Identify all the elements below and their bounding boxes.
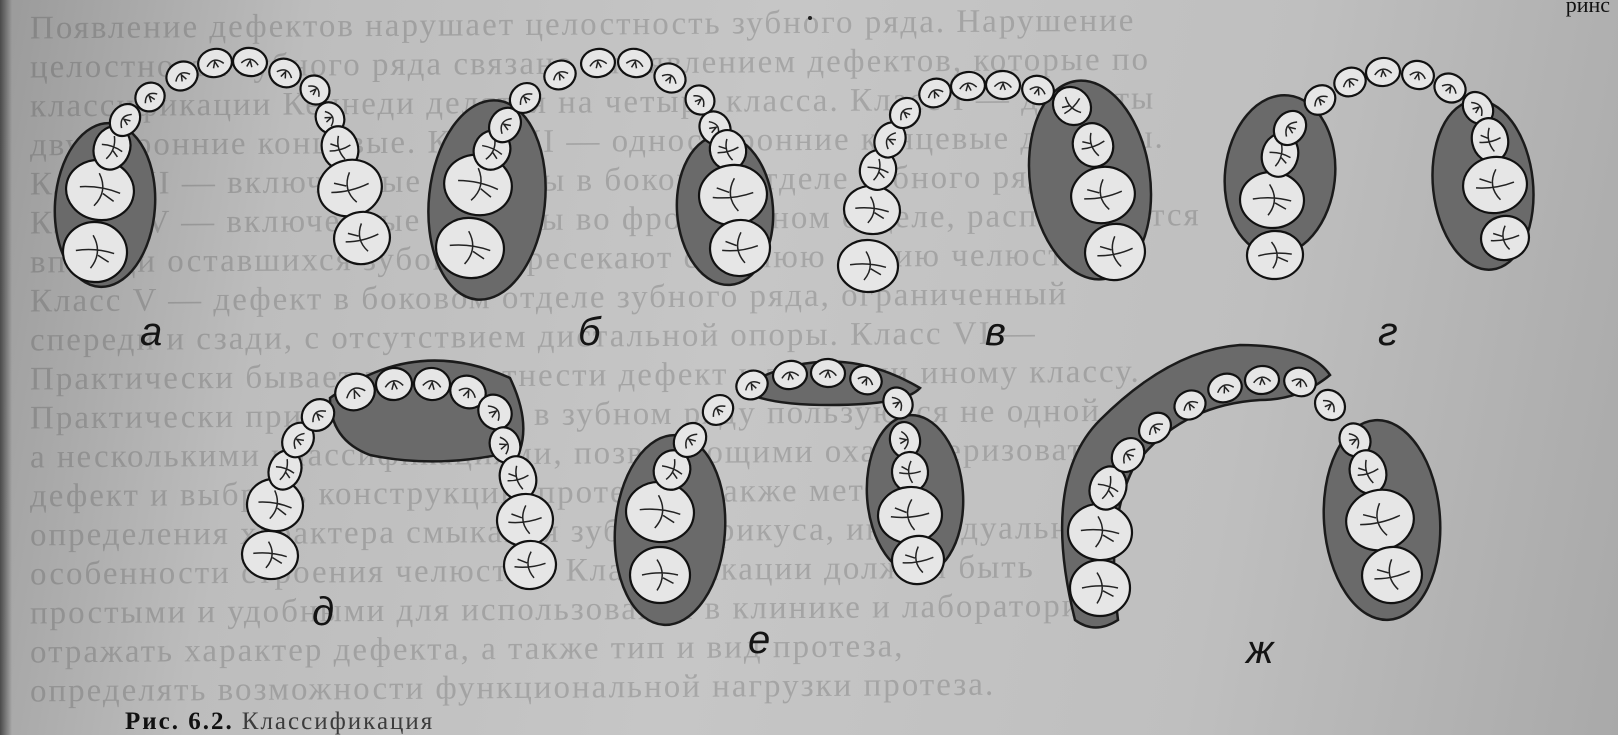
b-tooth [579, 46, 617, 79]
b-tooth [649, 58, 691, 98]
e-tooth [630, 547, 690, 603]
v-tooth [915, 74, 955, 112]
zh-tooth [1070, 560, 1130, 616]
label-d: д [312, 590, 334, 635]
a-tooth [196, 46, 235, 80]
label-g: г [1378, 310, 1398, 355]
a-tooth [231, 46, 269, 79]
caption-prefix: Рис. 6.2. [125, 708, 234, 735]
label-v: в [985, 310, 1006, 355]
g-tooth [1365, 56, 1402, 87]
v-tooth [949, 70, 986, 102]
a-tooth [265, 54, 305, 92]
v-tooth [836, 238, 900, 294]
v-tooth [985, 70, 1021, 100]
figure-caption: Рис. 6.2. Классификация [125, 708, 434, 735]
g-tooth [1399, 58, 1437, 93]
d-tooth [240, 528, 300, 581]
label-zh: ж [1246, 628, 1274, 673]
v-tooth [842, 183, 903, 237]
d-tooth [502, 538, 559, 591]
e-tooth [697, 389, 740, 431]
label-e: е [748, 618, 770, 663]
b-tooth [540, 55, 581, 94]
label-b: б [578, 310, 601, 355]
b-tooth [616, 46, 655, 80]
e-tooth [810, 358, 846, 388]
a-tooth [312, 153, 387, 223]
zh-tooth [1309, 384, 1351, 426]
label-a: а [140, 310, 162, 355]
caption-rest: Классификация [242, 708, 435, 735]
a-tooth [161, 56, 202, 96]
